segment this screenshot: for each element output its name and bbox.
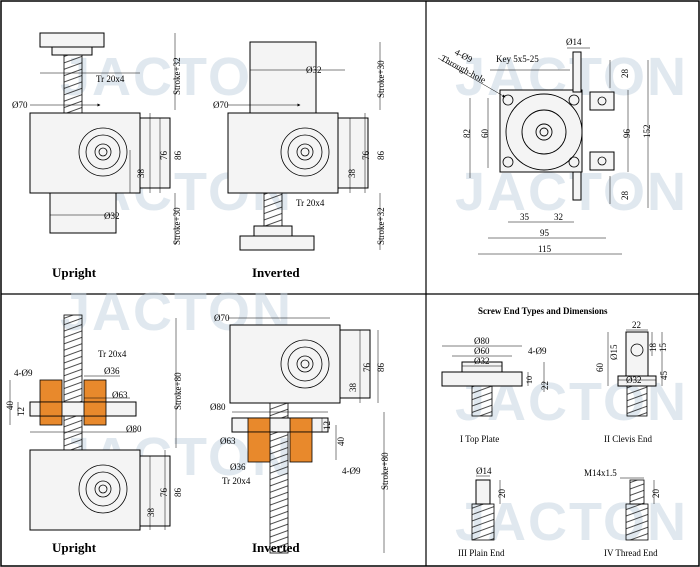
tr-82: 82 bbox=[462, 129, 472, 138]
bl-86: 86 bbox=[173, 488, 183, 498]
bm-38: 38 bbox=[348, 383, 358, 393]
view-plan bbox=[437, 47, 649, 255]
caption-upright-top: Upright bbox=[52, 265, 97, 280]
end-plain bbox=[471, 475, 501, 541]
bm-holes: 4-Ø9 bbox=[342, 466, 361, 476]
tr-35: 35 bbox=[520, 212, 530, 222]
tm-d70: Ø70 bbox=[213, 100, 229, 110]
bl-76: 76 bbox=[159, 488, 169, 498]
ce-d32: Ø32 bbox=[626, 375, 642, 385]
tm-d32: Ø32 bbox=[306, 65, 322, 75]
tm-76: 76 bbox=[361, 151, 371, 161]
caption-upright-bottom: Upright bbox=[52, 540, 97, 555]
ce-22: 22 bbox=[632, 320, 641, 330]
ce-d15: Ø15 bbox=[609, 344, 619, 360]
bm-76: 76 bbox=[362, 363, 372, 373]
tp-d60: Ø60 bbox=[474, 346, 490, 356]
bm-stroke: Stroke+80 bbox=[380, 452, 390, 490]
screw-ends-title: Screw End Types and Dimensions bbox=[478, 306, 608, 316]
te-caption: IV Thread End bbox=[604, 548, 658, 558]
tm-stroke-top: Stroke+30 bbox=[376, 60, 386, 98]
tp-caption: I Top Plate bbox=[460, 434, 499, 444]
tp-d80: Ø80 bbox=[474, 336, 490, 346]
tl-d70: Ø70 bbox=[12, 100, 28, 110]
pe-20: 20 bbox=[497, 489, 507, 499]
tm-thread: Tr 20x4 bbox=[296, 198, 325, 208]
tp-holes: 4-Ø9 bbox=[528, 346, 547, 356]
bl-38: 38 bbox=[146, 508, 156, 518]
bm-d70: Ø70 bbox=[214, 313, 230, 323]
ce-caption: II Clevis End bbox=[604, 434, 652, 444]
end-clevis bbox=[607, 329, 663, 417]
tr-60: 60 bbox=[480, 129, 490, 139]
bm-d63: Ø63 bbox=[220, 436, 236, 446]
tp-d32: Ø32 bbox=[474, 356, 490, 366]
ce-18: 18 bbox=[648, 343, 658, 353]
tl-38: 38 bbox=[136, 169, 146, 179]
tl-d32: Ø32 bbox=[104, 211, 120, 221]
bl-d36: Ø36 bbox=[104, 366, 120, 376]
bm-12: 12 bbox=[322, 421, 332, 430]
tl-stroke-top: Stroke+32 bbox=[172, 57, 182, 95]
tr-key: Key 5x5-25 bbox=[496, 54, 539, 64]
tl-stroke-bottom: Stroke+30 bbox=[172, 207, 182, 245]
view-inverted-top bbox=[227, 41, 381, 251]
tr-152: 152 bbox=[642, 125, 652, 139]
bl-thread: Tr 20x4 bbox=[98, 349, 127, 359]
te-m14: M14x1.5 bbox=[584, 468, 617, 478]
ce-45: 45 bbox=[659, 371, 669, 381]
tr-28a: 28 bbox=[620, 69, 630, 79]
tl-thread: Tr 20x4 bbox=[96, 74, 125, 84]
tr-115: 115 bbox=[538, 244, 552, 254]
view-upright-bottom bbox=[9, 314, 177, 531]
tr-28b: 28 bbox=[620, 191, 630, 201]
tm-86: 86 bbox=[376, 151, 386, 161]
te-20: 20 bbox=[651, 489, 661, 499]
caption-inverted-top: Inverted bbox=[252, 265, 300, 280]
bl-d80: Ø80 bbox=[126, 424, 142, 434]
tp-10: 10 bbox=[525, 376, 534, 384]
bm-thread: Tr 20x4 bbox=[222, 476, 251, 486]
tr-32: 32 bbox=[554, 212, 563, 222]
tp-22: 22 bbox=[540, 381, 550, 390]
bm-40: 40 bbox=[336, 437, 346, 447]
view-inverted-bottom bbox=[228, 317, 385, 554]
bm-d36: Ø36 bbox=[230, 462, 246, 472]
pe-d14: Ø14 bbox=[476, 466, 492, 476]
tl-76: 76 bbox=[159, 151, 169, 161]
tm-stroke-bottom: Stroke+32 bbox=[376, 207, 386, 245]
bl-40: 40 bbox=[5, 401, 15, 411]
bl-holes: 4-Ø9 bbox=[14, 368, 33, 378]
tl-86: 86 bbox=[173, 151, 183, 161]
bl-stroke: Stroke+80 bbox=[173, 372, 183, 410]
caption-inverted-bottom: Inverted bbox=[252, 540, 300, 555]
ce-60: 60 bbox=[595, 363, 605, 373]
tr-95: 95 bbox=[540, 228, 550, 238]
bm-d80: Ø80 bbox=[210, 402, 226, 412]
pe-caption: III Plain End bbox=[458, 548, 505, 558]
ce-15: 15 bbox=[658, 343, 668, 353]
bl-d63: Ø63 bbox=[112, 390, 128, 400]
tm-38: 38 bbox=[347, 169, 357, 179]
bl-12: 12 bbox=[16, 407, 26, 416]
view-upright-top bbox=[29, 32, 176, 245]
tr-d14: Ø14 bbox=[566, 37, 582, 47]
bm-86: 86 bbox=[376, 363, 386, 373]
tr-96: 96 bbox=[622, 129, 632, 139]
end-thread bbox=[620, 477, 655, 541]
end-top-plate bbox=[441, 345, 545, 417]
